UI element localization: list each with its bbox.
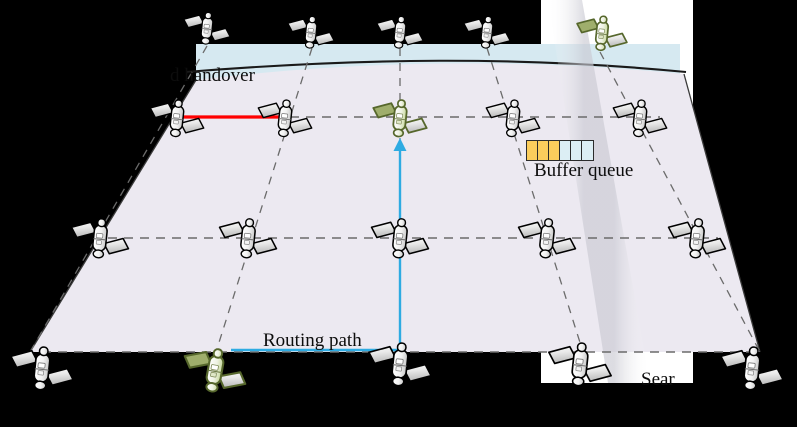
plane-edge-left xyxy=(29,79,197,353)
orbital-seam-band xyxy=(548,0,650,383)
plane-edge-right xyxy=(683,73,761,353)
buffer-cell-3 xyxy=(560,141,571,160)
earth-limb-arc xyxy=(185,59,687,74)
buffer-cell-4 xyxy=(571,141,582,160)
buffer-cell-0 xyxy=(527,141,538,160)
orbit-line-4 xyxy=(599,51,761,353)
buffer-cell-2 xyxy=(549,141,560,160)
buffer-queue-widget xyxy=(526,140,594,161)
buffer-cell-1 xyxy=(538,141,549,160)
buffer-cell-5 xyxy=(582,141,593,160)
